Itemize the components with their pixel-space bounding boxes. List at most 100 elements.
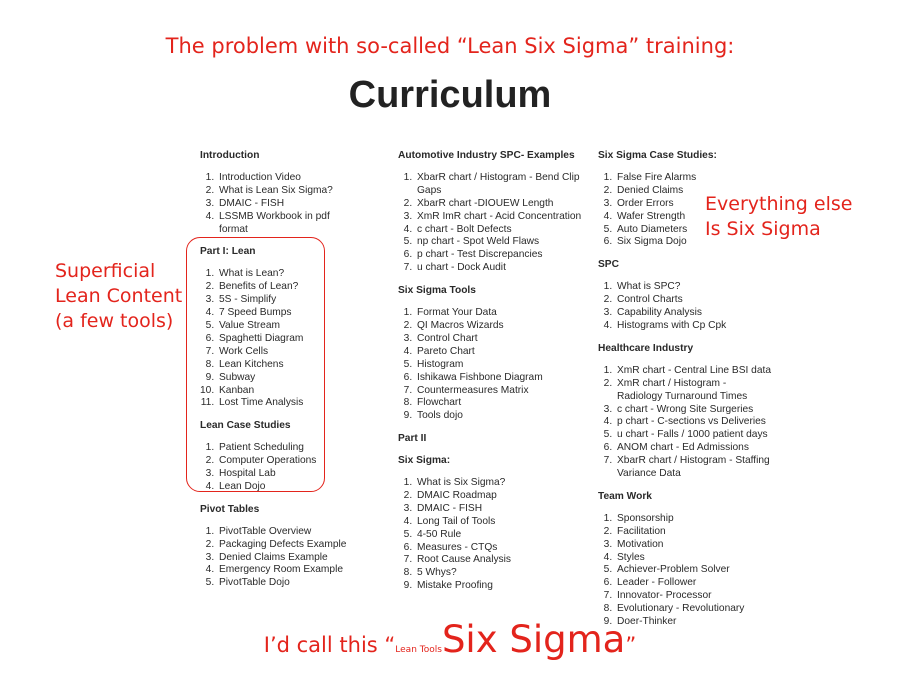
note-line: Lean Content <box>55 285 183 307</box>
section-list: What is Six Sigma?DMAIC RoadmapDMAIC - F… <box>398 477 583 593</box>
section-title: Pivot Tables <box>200 503 260 515</box>
list-item: Auto Diameters <box>615 224 773 237</box>
list-item: Sponsorship <box>615 513 773 526</box>
note-line: Superficial <box>55 260 156 282</box>
list-item: Facilitation <box>615 526 773 539</box>
list-item: Introduction Video <box>217 172 350 185</box>
list-item: Root Cause Analysis <box>415 554 583 567</box>
bottom-caption-prefix: I’d call this “ <box>263 633 396 657</box>
list-item: XmR chart / Histogram - Radiology Turnar… <box>615 378 773 404</box>
section-title: Lean Case Studies <box>200 420 291 432</box>
section-list: Patient SchedulingComputer OperationsHos… <box>200 442 350 494</box>
list-item: Lost Time Analysis <box>217 397 350 410</box>
list-item: Histogram <box>415 359 583 372</box>
list-item: Packaging Defects Example <box>217 539 350 552</box>
list-item: XbarR chart / Histogram - Staffing Varia… <box>615 455 773 481</box>
list-item: Emergency Room Example <box>217 564 350 577</box>
list-item: p chart - C-sections vs Deliveries <box>615 416 773 429</box>
list-item: PivotTable Overview <box>217 526 350 539</box>
curriculum-column-1: IntroductionIntroduction VideoWhat is Le… <box>200 150 350 600</box>
list-item: Kanban <box>217 385 350 398</box>
list-item: Wafer Strength <box>615 211 773 224</box>
list-item: Six Sigma Dojo <box>615 236 773 249</box>
list-item: 5S - Simplify <box>217 294 350 307</box>
list-item: PivotTable Dojo <box>217 577 350 590</box>
list-item: ANOM chart - Ed Admissions <box>615 442 773 455</box>
list-item: Control Charts <box>615 294 773 307</box>
list-item: 5 Whys? <box>415 567 583 580</box>
list-item: Tools dojo <box>415 410 583 423</box>
list-item: XmR ImR chart - Acid Concentration <box>415 211 583 224</box>
list-item: u chart - Dock Audit <box>415 262 583 275</box>
list-item: Mistake Proofing <box>415 580 583 593</box>
list-item: Lean Kitchens <box>217 359 350 372</box>
list-item: Measures - CTQs <box>415 542 583 555</box>
curriculum-column-3: Six Sigma Case Studies: False Fire Alarms… <box>598 150 773 639</box>
list-item: Capability Analysis <box>615 307 773 320</box>
list-item: Lean Dojo <box>217 481 350 494</box>
list-item: Evolutionary - Revolutionary <box>615 603 773 616</box>
bottom-caption-big-text: Six Sigma <box>441 618 626 661</box>
list-item: Histograms with Cp Cpk <box>615 320 773 333</box>
list-item: QI Macros Wizards <box>415 320 583 333</box>
list-item: Spaghetti Diagram <box>217 333 350 346</box>
list-item: np chart - Spot Weld Flaws <box>415 236 583 249</box>
list-item: u chart - Falls / 1000 patient days <box>615 429 773 442</box>
section-title: Six Sigma Tools <box>398 285 476 297</box>
section-list: Format Your DataQI Macros WizardsControl… <box>398 307 583 423</box>
section-list: SponsorshipFacilitationMotivationStylesA… <box>598 513 773 629</box>
list-item: 4-50 Rule <box>415 529 583 542</box>
list-item: What is Lean Six Sigma? <box>217 185 350 198</box>
list-item: Doer-Thinker <box>615 616 773 629</box>
list-item: Hospital Lab <box>217 468 350 481</box>
list-item: Benefits of Lean? <box>217 281 350 294</box>
list-item: DMAIC - FISH <box>217 198 350 211</box>
list-item: c chart - Wrong Site Surgeries <box>615 404 773 417</box>
note-line: Is Six Sigma <box>705 218 821 240</box>
list-item: Denied Claims Example <box>217 552 350 565</box>
list-item: Achiever-Problem Solver <box>615 564 773 577</box>
list-item: 7 Speed Bumps <box>217 307 350 320</box>
section-title: Introduction <box>200 150 260 161</box>
list-item: Pareto Chart <box>415 346 583 359</box>
bottom-caption-suffix: ” <box>625 633 637 657</box>
list-item: Innovator- Processor <box>615 590 773 603</box>
lean-content-highlight-box <box>186 237 325 492</box>
list-item: Order Errors <box>615 198 773 211</box>
list-item: Denied Claims <box>615 185 773 198</box>
section-list: PivotTable OverviewPackaging Defects Exa… <box>200 526 350 591</box>
bottom-caption: I’d call this “Lean ToolsSix Sigma” <box>0 618 900 661</box>
list-item: What is Lean? <box>217 268 350 281</box>
section-list: What is Lean?Benefits of Lean?5S - Simpl… <box>200 268 350 410</box>
top-caption: The problem with so-called “Lean Six Sig… <box>165 34 735 58</box>
section-list: Introduction VideoWhat is Lean Six Sigma… <box>200 172 350 237</box>
list-item: LSSMB Workbook in pdf format <box>217 211 350 237</box>
note-line: (a few tools) <box>55 310 174 332</box>
section-title: SPC <box>598 259 619 271</box>
curriculum-column-2: Automotive Industry SPC- ExamplesXbarR c… <box>398 150 583 603</box>
list-item: c chart - Bolt Defects <box>415 224 583 237</box>
section-title: Automotive Industry SPC- Examples <box>398 150 575 161</box>
list-item: Format Your Data <box>415 307 583 320</box>
section-title: Part I: Lean <box>200 246 256 258</box>
list-item: False Fire Alarms <box>615 172 773 185</box>
list-item: Ishikawa Fishbone Diagram <box>415 372 583 385</box>
list-item: Flowchart <box>415 397 583 410</box>
list-item: XbarR chart -DIOUEW Length <box>415 198 583 211</box>
section-list: What is SPC?Control ChartsCapability Ana… <box>598 281 773 333</box>
list-item: Subway <box>217 372 350 385</box>
section-title: Six Sigma Case Studies: <box>598 150 717 161</box>
list-item: What is SPC? <box>615 281 773 294</box>
superficial-lean-note: Superficial Lean Content (a few tools) <box>55 259 182 334</box>
list-item: XbarR chart / Histogram - Bend Clip Gaps <box>415 172 583 198</box>
list-item: DMAIC - FISH <box>415 503 583 516</box>
page-title: Curriculum <box>348 74 552 116</box>
list-item: What is Six Sigma? <box>415 477 583 490</box>
list-item: Control Chart <box>415 333 583 346</box>
list-item: Countermeasures Matrix <box>415 385 583 398</box>
list-item: XmR chart - Central Line BSI data <box>615 365 773 378</box>
section-title: Healthcare Industry <box>598 342 694 354</box>
section-list: XmR chart - Central Line BSI dataXmR cha… <box>598 365 773 481</box>
section-title: Six Sigma: <box>398 455 451 467</box>
section-list: XbarR chart / Histogram - Bend Clip Gaps… <box>398 172 583 275</box>
